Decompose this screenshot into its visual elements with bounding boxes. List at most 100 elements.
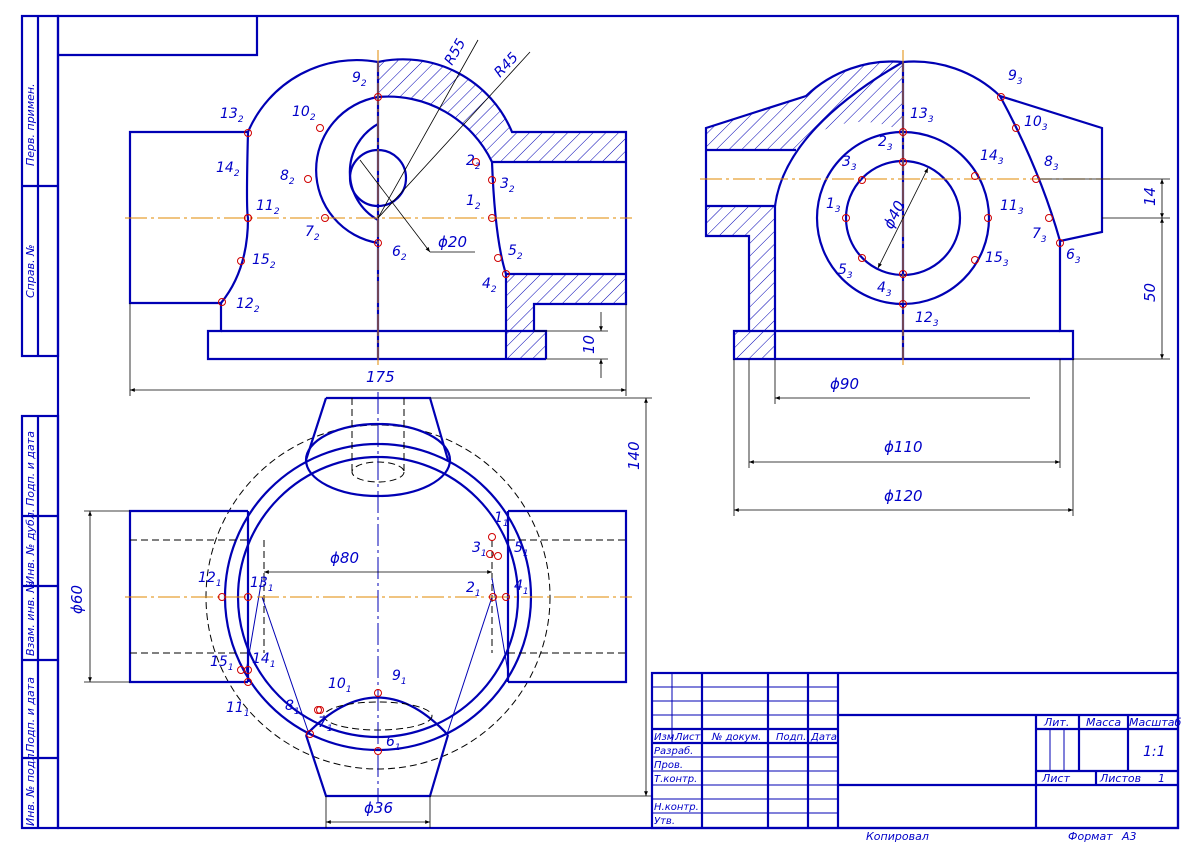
- side-section-hatch: [706, 61, 903, 150]
- tb-masshtab: Масштаб: [1129, 716, 1181, 729]
- side-view-point-label: 93: [1008, 68, 1023, 87]
- side-view-point-label: 133: [910, 106, 934, 125]
- construction-points: 1222324252627282921021121221321421521323…: [198, 68, 1081, 755]
- tb-sheet: Лист: [1041, 772, 1070, 785]
- side-view-point-marker: [899, 158, 907, 166]
- front-view-point-label: 72: [305, 224, 320, 243]
- tb-doc-no: № докум.: [711, 732, 761, 743]
- side-view-point-label: 63: [1066, 247, 1081, 266]
- front-view-point-label: 12: [466, 193, 481, 212]
- side-view-point-label: 123: [915, 310, 939, 329]
- front-view-point-label: 52: [508, 243, 523, 262]
- side-view-point-marker: [858, 254, 866, 262]
- stamp-label-sprav: Справ. №: [24, 244, 37, 298]
- side-view-point-marker: [1032, 175, 1040, 183]
- top-view-point-marker: [218, 593, 226, 601]
- front-view-point-label: 102: [292, 104, 316, 123]
- top-view-point-label: 51: [514, 540, 529, 559]
- top-view-point-label: 131: [250, 575, 274, 594]
- side-view-point-marker: [1056, 239, 1064, 247]
- front-view-point-label: 42: [482, 276, 497, 295]
- side-view-point-marker: [971, 172, 979, 180]
- front-view-point-label: 62: [392, 244, 407, 263]
- side-view-point-marker: [858, 176, 866, 184]
- tb-lit: Лит.: [1043, 716, 1069, 729]
- tb-sheets: Листов: [1099, 772, 1141, 785]
- top-view-point-marker: [494, 552, 502, 560]
- stamp-label-vzam: Взам. инв. №: [24, 581, 37, 656]
- top-view-point-label: 151: [210, 654, 234, 673]
- top-view-point-marker: [374, 689, 382, 697]
- tb-utv: Утв.: [654, 816, 675, 827]
- front-view-point-marker: [488, 176, 496, 184]
- stamp-label-inv-dubl: Инв. № дубл.: [24, 509, 37, 584]
- front-view-point-label: 92: [352, 70, 367, 89]
- front-view-point-marker: [374, 93, 382, 101]
- front-view-point-marker: [218, 298, 226, 306]
- tb-date: Дата: [810, 732, 837, 743]
- front-view-point-label: 22: [466, 153, 481, 172]
- top-view-point-marker: [316, 706, 324, 714]
- top-view-point-label: 91: [392, 668, 407, 687]
- top-view-point-marker: [488, 533, 496, 541]
- front-view-point-marker: [304, 175, 312, 183]
- label-diameter-120: ϕ120: [884, 487, 923, 505]
- label-r45: R45: [491, 50, 522, 81]
- dimension-140: 140: [625, 441, 643, 470]
- front-view-point-label: 82: [280, 168, 295, 187]
- side-view-point-label: 113: [1000, 198, 1024, 217]
- side-view-point-label: 153: [985, 250, 1009, 269]
- front-view: R55 R45 ϕ20 175 10: [125, 36, 632, 396]
- tb-sheets-count: 1: [1158, 772, 1165, 785]
- top-view-point-label: 71: [318, 715, 333, 734]
- tb-razrab: Разраб.: [654, 745, 693, 757]
- side-view-point-marker: [899, 128, 907, 136]
- side-view-point-label: 43: [877, 280, 892, 299]
- front-view-point-marker: [244, 129, 252, 137]
- tb-sign: Подп.: [776, 732, 806, 743]
- side-section-hatch-2: [706, 206, 775, 359]
- front-view-point-marker: [316, 124, 324, 132]
- top-view-point-label: 111: [226, 700, 250, 719]
- side-view-point-marker: [997, 93, 1005, 101]
- front-view-point-marker: [237, 257, 245, 265]
- tb-izm: Изм.: [654, 732, 678, 743]
- top-view-point-label: 101: [328, 676, 352, 695]
- top-view-point-marker: [486, 550, 494, 558]
- dimension-50: 50: [1141, 283, 1159, 302]
- side-view-point-marker: [899, 300, 907, 308]
- stamp-label-podp2: Подп. и дата: [24, 677, 37, 752]
- front-view-point-marker: [488, 214, 496, 222]
- front-view-point-label: 132: [220, 106, 244, 125]
- side-view-point-marker: [1012, 124, 1020, 132]
- top-view-point-marker: [502, 593, 510, 601]
- top-view-point-label: 41: [514, 578, 529, 597]
- top-view-point-marker: [489, 593, 497, 601]
- side-view-point-marker: [842, 214, 850, 222]
- top-view-point-label: 121: [198, 570, 222, 589]
- tb-prov: Пров.: [654, 760, 683, 771]
- footer-copied: Копировал: [866, 830, 929, 843]
- front-section-hatch: [378, 59, 626, 162]
- tb-massa: Масса: [1086, 716, 1121, 729]
- front-view-point-label: 142: [216, 160, 240, 179]
- side-view-point-marker: [1045, 214, 1053, 222]
- side-view-point-marker: [984, 214, 992, 222]
- front-view-point-label: 32: [500, 176, 515, 195]
- dimension-175: 175: [366, 368, 395, 386]
- side-view-point-label: 33: [842, 154, 857, 173]
- side-view-point-label: 73: [1032, 226, 1047, 245]
- label-diameter-110: ϕ110: [884, 438, 923, 456]
- front-view-point-marker: [472, 158, 480, 166]
- label-diameter-80: ϕ80: [330, 549, 359, 567]
- side-view-point-marker: [971, 256, 979, 264]
- side-view: ϕ40 14 50 ϕ90 ϕ110 ϕ120: [700, 50, 1170, 516]
- top-view-point-marker: [374, 747, 382, 755]
- top-view-point-marker: [306, 730, 314, 738]
- front-base-hatch: [506, 274, 626, 359]
- tb-tkontr: Т.контр.: [654, 774, 697, 785]
- front-view-point-marker: [374, 239, 382, 247]
- front-view-point-marker: [494, 254, 502, 262]
- footer-format: Формат: [1068, 830, 1113, 843]
